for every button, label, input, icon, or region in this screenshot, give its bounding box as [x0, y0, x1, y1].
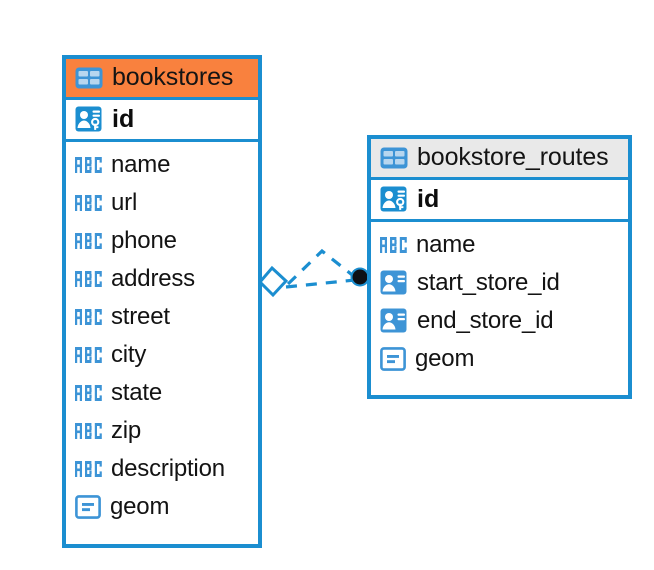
primary-key-icon: [380, 186, 407, 212]
entity-title-bookstores: bookstores: [112, 63, 234, 91]
primary-key-label-bookstore-routes: id: [417, 184, 440, 213]
field-label: end_store_id: [417, 307, 554, 335]
entity-bookstore-routes[interactable]: bookstore_routes id: [367, 135, 632, 399]
field-row-street[interactable]: street: [66, 298, 258, 336]
foreign-key-icon: [380, 308, 407, 333]
table-icon: [75, 67, 103, 88]
primary-key-row-bookstores[interactable]: id: [66, 100, 258, 142]
primary-key-row-bookstore-routes[interactable]: id: [371, 180, 628, 222]
entity-header-bookstore-routes[interactable]: bookstore_routes: [371, 139, 628, 180]
field-label: address: [111, 265, 195, 293]
diamond-marker: [257, 265, 289, 298]
primary-key-icon: [75, 106, 102, 132]
field-label: street: [111, 303, 170, 331]
field-label: name: [416, 231, 476, 259]
entity-bookstores[interactable]: bookstores id: [62, 55, 262, 548]
field-row-state[interactable]: state: [66, 374, 258, 412]
abc-text-icon: [75, 233, 102, 249]
relationship-line-lower: [285, 278, 356, 289]
field-row-address[interactable]: address: [66, 260, 258, 298]
abc-text-icon: [75, 385, 102, 401]
field-row-zip[interactable]: zip: [66, 412, 258, 450]
field-label: url: [111, 189, 138, 217]
field-row-geom[interactable]: geom: [66, 488, 258, 526]
field-row-description[interactable]: description: [66, 450, 258, 488]
table-icon: [380, 147, 408, 168]
relationship-line-upper: [286, 248, 357, 286]
entity-title-bookstore-routes: bookstore_routes: [417, 143, 609, 171]
abc-text-icon: [380, 237, 407, 253]
field-row-name[interactable]: name: [371, 226, 628, 264]
field-row-url[interactable]: url: [66, 184, 258, 222]
field-row-name[interactable]: name: [66, 146, 258, 184]
abc-text-icon: [75, 347, 102, 363]
field-row-phone[interactable]: phone: [66, 222, 258, 260]
field-label: geom: [415, 345, 475, 373]
abc-text-icon: [75, 157, 102, 173]
primary-key-label-bookstores: id: [112, 104, 135, 133]
field-row-city[interactable]: city: [66, 336, 258, 374]
field-label: city: [111, 341, 147, 369]
field-label: description: [111, 455, 225, 483]
field-label: name: [111, 151, 171, 179]
abc-text-icon: [75, 271, 102, 287]
entity-header-bookstores[interactable]: bookstores: [66, 59, 258, 100]
foreign-key-icon: [380, 270, 407, 295]
field-label: zip: [111, 417, 142, 445]
field-label: phone: [111, 227, 177, 255]
field-list-bookstore-routes: name start_store_id: [371, 222, 628, 382]
field-label: geom: [110, 493, 170, 521]
abc-text-icon: [75, 195, 102, 211]
field-list-bookstores: name url: [66, 142, 258, 530]
abc-text-icon: [75, 309, 102, 325]
field-row-geom[interactable]: geom: [371, 340, 628, 378]
field-label: state: [111, 379, 163, 407]
geometry-icon: [380, 347, 406, 371]
field-row-start-store-id[interactable]: start_store_id: [371, 264, 628, 302]
field-row-end-store-id[interactable]: end_store_id: [371, 302, 628, 340]
abc-text-icon: [75, 423, 102, 439]
abc-text-icon: [75, 461, 102, 477]
field-label: start_store_id: [417, 269, 560, 297]
geometry-icon: [75, 495, 101, 519]
